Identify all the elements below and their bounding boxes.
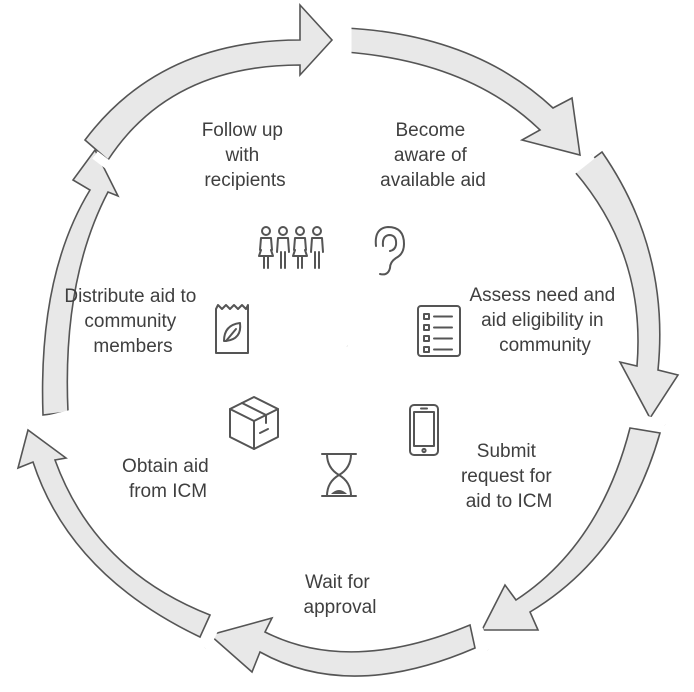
arrow-segment-1 [345, 27, 581, 157]
people-icon [258, 226, 324, 269]
spoke-dividers [26, 20, 667, 652]
ear-icon [374, 226, 405, 276]
step-label-assess-need: Assess need and aid eligibility in commu… [469, 285, 620, 356]
step-label-obtain-aid: Obtain aid from ICM [122, 456, 214, 502]
cycle-arrows [16, 2, 680, 677]
step-label-wait-approval: Wait for approval [304, 572, 377, 618]
box-icon [229, 396, 279, 450]
step-label-follow-up: Follow up with recipients [202, 120, 289, 191]
step-label-distribute-aid: Distribute aid to community members [64, 286, 201, 357]
aid-bag-icon [215, 304, 249, 354]
phone-icon [409, 404, 439, 456]
step-label-become-aware: Become aware of available aid [380, 120, 486, 191]
step-label-submit-request: Submit request for aid to ICM [461, 441, 557, 512]
hourglass-icon [321, 453, 357, 497]
arrow-segment-5 [16, 428, 212, 639]
checklist-icon [417, 305, 461, 357]
arrow-segment-4 [208, 616, 476, 677]
arrow-segment-6 [41, 148, 120, 416]
arrow-segment-7 [83, 2, 334, 162]
